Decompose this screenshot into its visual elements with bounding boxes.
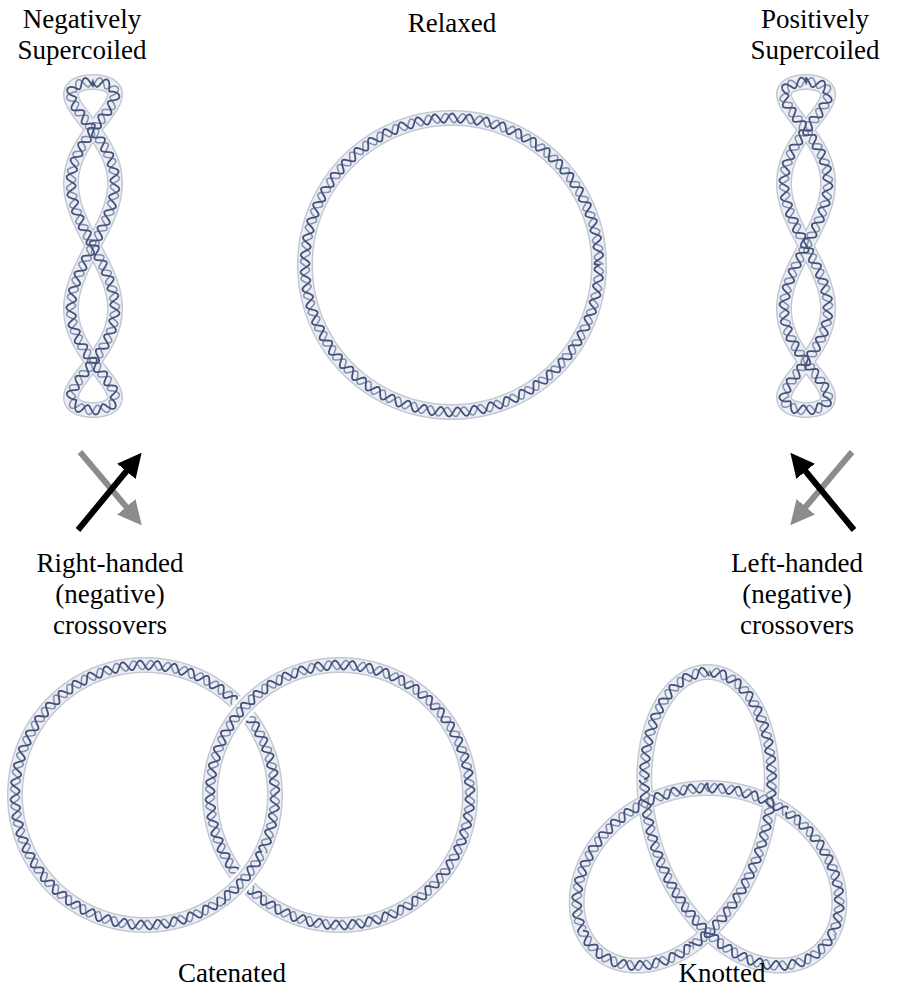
- dna-helices: [11, 78, 844, 971]
- trefoil-knot: [572, 667, 844, 970]
- knot-overpass: [579, 931, 692, 971]
- positive-supercoil: [779, 78, 832, 415]
- helix-strand: [572, 668, 844, 970]
- helix-strand: [640, 668, 709, 780]
- text-label: Knotted: [612, 958, 832, 989]
- text-label: Catenated: [112, 958, 352, 989]
- helix-strand: [66, 78, 119, 415]
- helix-strand: [786, 812, 844, 932]
- helix-band: [644, 672, 709, 780]
- text-label: Left-handed (negative) crossovers: [710, 548, 885, 641]
- catenane-overpass: [218, 850, 263, 904]
- grey-arrow: [798, 452, 852, 516]
- text-label: Negatively Supercoiled: [2, 4, 162, 66]
- helix-band: [305, 118, 599, 412]
- helix-strand: [784, 811, 843, 935]
- relaxed-circle: [300, 114, 603, 417]
- helix-strand: [67, 78, 120, 415]
- crossover-arrows: [78, 452, 854, 530]
- knot-overpass: [640, 668, 709, 780]
- catenane-ring: [206, 661, 475, 930]
- helix-strand: [206, 661, 475, 930]
- helix-strand: [779, 78, 832, 415]
- helix-strand: [206, 661, 475, 930]
- helix-strand: [223, 852, 262, 905]
- helix-outline: [305, 118, 599, 412]
- black-arrow: [78, 462, 134, 530]
- helix-strand: [583, 931, 692, 970]
- negative-supercoil: [66, 78, 119, 415]
- knot-overpass: [784, 811, 843, 935]
- helix-gap: [644, 672, 709, 780]
- helix-strand: [300, 114, 603, 417]
- text-label: Positively Supercoiled: [735, 4, 895, 66]
- grey-arrow: [80, 452, 134, 516]
- helix-strand: [780, 78, 833, 415]
- helix-strand: [572, 667, 843, 970]
- black-arrow: [798, 462, 854, 530]
- text-label: Relaxed: [352, 8, 552, 39]
- text-label: Right-handed (negative) crossovers: [23, 548, 198, 641]
- helix-strand: [579, 932, 690, 970]
- helix-strand: [301, 114, 604, 417]
- helix-gap: [305, 118, 599, 412]
- helix-outline: [644, 672, 709, 780]
